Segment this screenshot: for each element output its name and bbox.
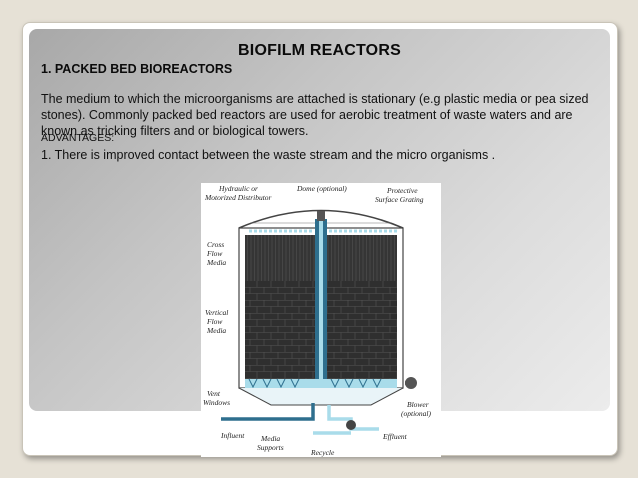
label-vent: Vent [207, 389, 221, 398]
label-supports: Supports [257, 443, 284, 452]
description-paragraph: The medium to which the microorganisms a… [41, 92, 589, 138]
label-vertical-flow: Flow [206, 317, 222, 326]
label-cross: Cross [207, 240, 224, 249]
vertical-flow-media-right [327, 281, 397, 379]
label-cross-media: Media [206, 258, 226, 267]
advantages-heading: ADVANTAGES: [41, 132, 115, 144]
label-recycle: Recycle [310, 448, 335, 457]
label-windows: Windows [203, 398, 230, 407]
cross-flow-media-left [245, 235, 315, 281]
advantage-item: 1. There is improved contact between the… [41, 148, 496, 162]
section-heading: 1. PACKED BED BIOREACTORS [41, 62, 233, 76]
blower-icon [405, 377, 417, 389]
packed-bed-reactor-diagram: Hydraulic or Motorized Distributor Dome … [201, 183, 441, 457]
label-vertical: Vertical [205, 308, 228, 317]
label-influent: Influent [220, 431, 245, 440]
slide-title: BIOFILM REACTORS [238, 42, 401, 59]
label-hydraulic: Hydraulic or [218, 184, 258, 193]
label-blower: Blower [407, 400, 429, 409]
label-surface-grating: Surface Grating [375, 195, 424, 204]
label-dome: Dome (optional) [296, 184, 347, 193]
recycle-pump-icon [346, 420, 356, 430]
label-effluent: Effluent [382, 432, 408, 441]
vertical-flow-media-left [245, 281, 315, 379]
label-distributor: Motorized Distributor [204, 193, 272, 202]
dome-outline [238, 209, 404, 229]
label-protective: Protective [386, 186, 418, 195]
label-cross-flow: Flow [206, 249, 222, 258]
label-vertical-media: Media [206, 326, 226, 335]
media-supports [245, 378, 397, 389]
label-media: Media [260, 434, 280, 443]
cross-flow-media-right [327, 235, 397, 281]
label-blower-optional: (optional) [401, 409, 431, 418]
reactor-illustration: Hydraulic or Motorized Distributor Dome … [203, 184, 431, 457]
